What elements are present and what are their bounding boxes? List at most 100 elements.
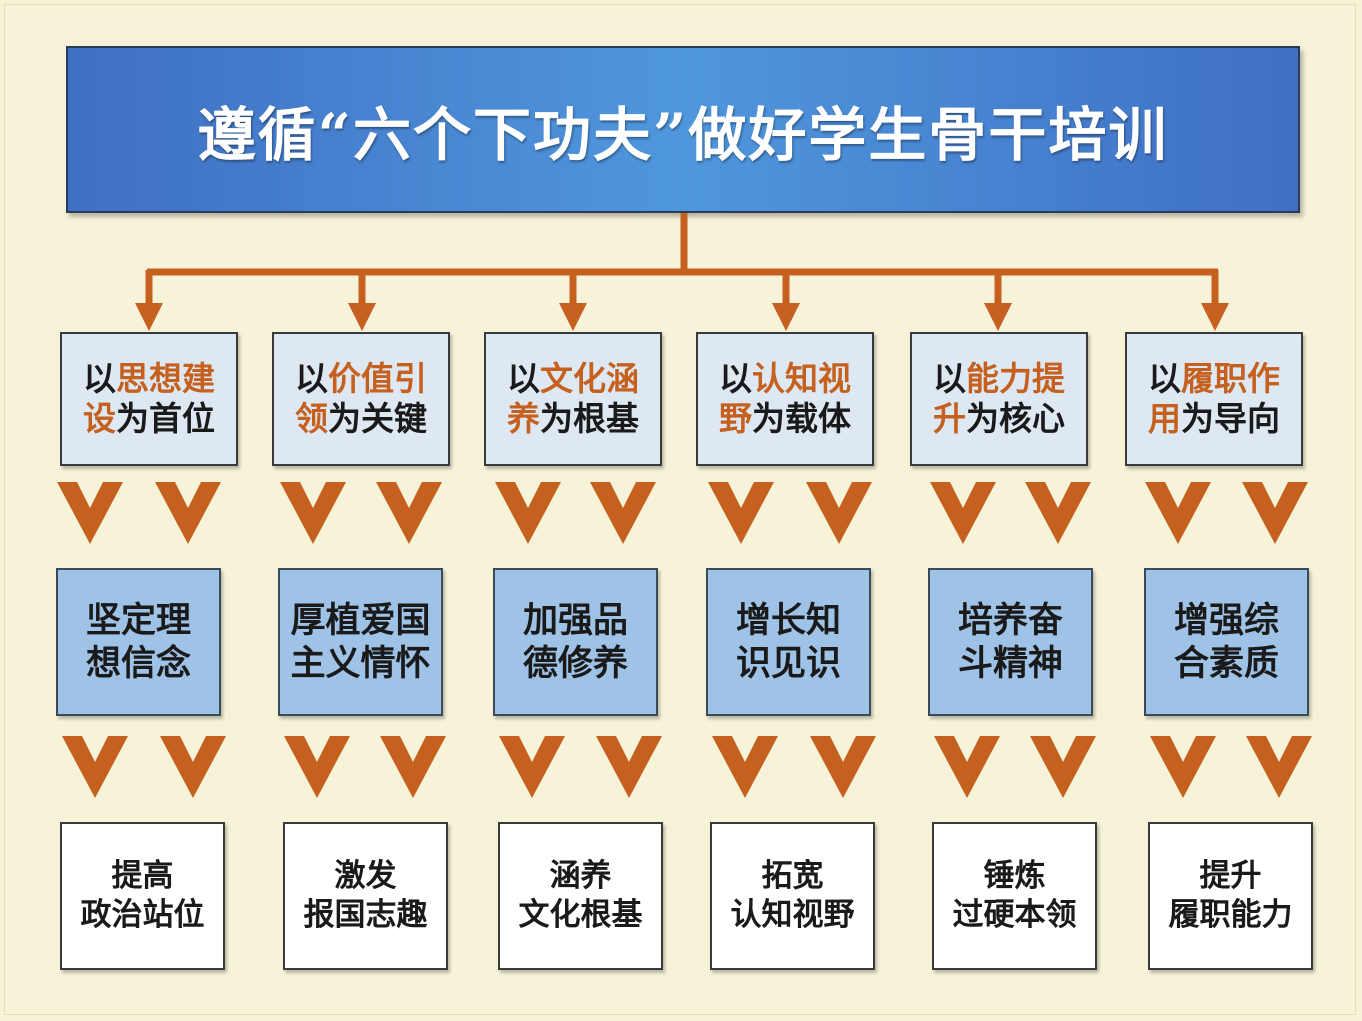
chevron-down-icon-4b: [806, 482, 872, 544]
goal-text-line1: 增强综: [1173, 600, 1279, 641]
principle-text-1: 以思想建设为首位: [83, 359, 215, 439]
outcome-box-5: 锤炼过硬本领: [932, 822, 1097, 970]
outcome-text-line2: 履职能力: [1168, 897, 1293, 933]
principle-text-2: 以价值引领为关键: [295, 359, 427, 439]
principle-highlight: 设: [83, 399, 116, 438]
goal-text-line1: 增长知: [735, 600, 841, 641]
chevron-down-icon-1d: [160, 736, 226, 798]
principle-prefix: 以: [933, 359, 966, 398]
outcome-text-line1: 提高: [111, 858, 174, 894]
goal-box-5: 培养奋斗精神: [928, 568, 1093, 716]
outcome-box-2: 激发报国志趣: [283, 822, 448, 970]
outcome-box-4: 拓宽认知视野: [710, 822, 875, 970]
title-banner: 遵循“六个下功夫”做好学生骨干培训: [66, 46, 1300, 213]
principle-highlight: 升: [933, 399, 966, 438]
outcome-text-line2: 认知视野: [730, 897, 855, 933]
principle-box-2: 以价值引领为关键: [272, 332, 450, 466]
principle-box-1: 以思想建设为首位: [60, 332, 238, 466]
chevron-down-icon-6d: [1246, 736, 1312, 798]
goal-text-line2: 斗精神: [957, 643, 1063, 684]
goal-box-4: 增长知识见识: [706, 568, 871, 716]
chevron-down-icon-3c: [499, 736, 565, 798]
principle-highlight: 价值引: [328, 359, 427, 398]
principle-highlight: 用: [1148, 399, 1181, 438]
principle-box-6: 以履职作用为导向: [1125, 332, 1303, 466]
diagram-title: 遵循“六个下功夫”做好学生骨干培训: [197, 100, 1169, 169]
outcome-text-line1: 锤炼: [983, 858, 1046, 894]
principle-highlight: 履职作: [1181, 359, 1280, 398]
principle-suffix: 为核心: [966, 399, 1065, 438]
principle-text-4: 以认知视野为载体: [719, 359, 851, 439]
principle-highlight: 认知视: [752, 359, 851, 398]
chevron-down-icon-6a: [1145, 482, 1211, 544]
outcome-text-line1: 提升: [1199, 858, 1262, 894]
chevron-down-icon-3a: [495, 482, 561, 544]
principle-suffix: 为载体: [752, 399, 851, 438]
principle-suffix: 为首位: [116, 399, 215, 438]
chevron-down-icon-3b: [590, 482, 656, 544]
outcome-text-line2: 报国志趣: [303, 897, 428, 933]
chevron-down-icon-4d: [810, 736, 876, 798]
principle-text-5: 以能力提升为核心: [933, 359, 1065, 439]
chevron-down-icon-4a: [708, 482, 774, 544]
principle-prefix: 以: [507, 359, 540, 398]
branch-arrowhead-2: [348, 303, 376, 331]
principle-highlight: 思想建: [116, 359, 215, 398]
chevron-down-icon-2b: [376, 482, 442, 544]
principle-highlight: 领: [295, 399, 328, 438]
principle-highlight: 能力提: [966, 359, 1065, 398]
goal-box-3: 加强品德修养: [493, 568, 658, 716]
goal-text-line2: 识见识: [735, 643, 841, 684]
principle-prefix: 以: [295, 359, 328, 398]
principle-suffix: 为关键: [328, 399, 427, 438]
chevron-down-icon-2c: [284, 736, 350, 798]
principle-suffix: 为根基: [540, 399, 639, 438]
goal-text-line1: 培养奋: [957, 600, 1063, 641]
chevron-down-icon-2d: [380, 736, 446, 798]
principle-prefix: 以: [1148, 359, 1181, 398]
principle-box-3: 以文化涵养为根基: [484, 332, 662, 466]
chevron-down-icon-2a: [280, 482, 346, 544]
chevron-down-icon-6c: [1150, 736, 1216, 798]
outcome-box-1: 提高政治站位: [60, 822, 225, 970]
branch-arrows: [135, 270, 1229, 331]
chevron-down-icon-4c: [712, 736, 778, 798]
goal-text-line1: 加强品: [522, 600, 628, 641]
goal-text-line2: 主义情怀: [290, 643, 431, 684]
chevron-down-icon-5c: [934, 736, 1000, 798]
principle-suffix: 为导向: [1181, 399, 1280, 438]
principle-highlight: 野: [719, 399, 752, 438]
goal-box-2: 厚植爱国主义情怀: [278, 568, 443, 716]
outcome-text-line2: 政治站位: [80, 897, 205, 933]
chevron-down-icon-1a: [57, 482, 123, 544]
outcome-box-3: 涵养文化根基: [498, 822, 663, 970]
goal-text-line1: 坚定理: [85, 600, 191, 641]
goal-box-6: 增强综合素质: [1144, 568, 1309, 716]
outcome-text-line1: 涵养: [549, 858, 612, 894]
principle-text-3: 以文化涵养为根基: [507, 359, 639, 439]
chevron-down-icon-1c: [62, 736, 128, 798]
outcome-text-line2: 文化根基: [518, 897, 643, 933]
chevron-down-icon-3d: [596, 736, 662, 798]
goal-text-line2: 德修养: [522, 643, 628, 684]
principle-prefix: 以: [719, 359, 752, 398]
chevron-down-icon-1b: [155, 482, 221, 544]
principle-prefix: 以: [83, 359, 116, 398]
goal-box-1: 坚定理想信念: [56, 568, 221, 716]
chevron-down-icon-5a: [930, 482, 996, 544]
outcome-text-line2: 过硬本领: [952, 897, 1077, 933]
outcome-text-line1: 拓宽: [761, 858, 824, 894]
branch-arrowhead-1: [135, 303, 163, 331]
branch-arrowhead-3: [559, 303, 587, 331]
branch-arrowhead-5: [984, 303, 1012, 331]
chevron-down-icon-5b: [1025, 482, 1091, 544]
goal-text-line2: 想信念: [85, 643, 191, 684]
outcome-box-6: 提升履职能力: [1148, 822, 1313, 970]
chevron-down-icon-6b: [1242, 482, 1308, 544]
page-frame: [4, 4, 1356, 1015]
principle-box-5: 以能力提升为核心: [910, 332, 1088, 466]
principle-box-4: 以认知视野为载体: [696, 332, 874, 466]
goal-text-line2: 合素质: [1173, 643, 1279, 684]
principle-highlight: 养: [507, 399, 540, 438]
